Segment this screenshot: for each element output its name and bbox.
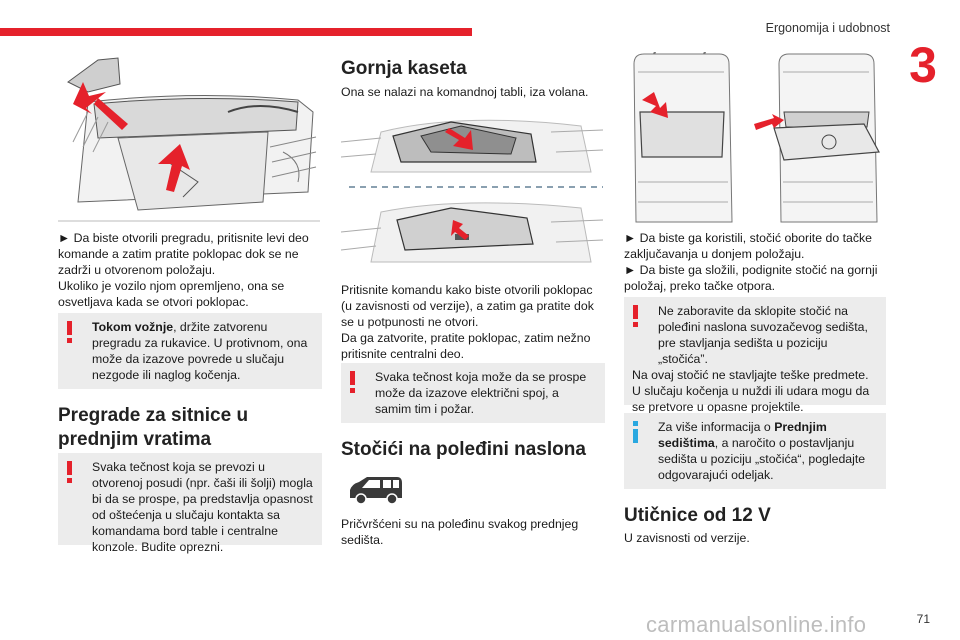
info-icon xyxy=(633,421,638,443)
info-text: Za više informacija o xyxy=(658,420,775,434)
glovebox-illustration xyxy=(58,52,320,222)
section-heading: Utičnice od 12 V xyxy=(624,505,771,526)
info-text: , a naročito o postavljanju sedišta u po… xyxy=(658,436,866,482)
watermark: carmanualsonline.info xyxy=(646,612,867,637)
glovebox-note: Ukoliko je vozilo njom opremljeno, ona s… xyxy=(58,279,285,309)
van-icon xyxy=(350,477,402,505)
warning-text: Ne zaboravite da sklopite stočić na pole… xyxy=(658,304,868,366)
warning-box: Svaka tečnost koja može da se prospe mož… xyxy=(341,363,605,423)
instruction-text: ► Da biste ga složili, podignite stočić … xyxy=(624,263,878,293)
warning-text: Svaka tečnost koja se prevozi u otvoreno… xyxy=(92,460,313,554)
warning-box: Svaka tečnost koja se prevozi u otvoreno… xyxy=(58,453,322,554)
intro-text: Ona se nalazi na komandnoj tabli, iza vo… xyxy=(341,85,589,99)
warning-box: Ne zaboravite da sklopite stočić na pole… xyxy=(624,297,886,414)
warning-icon xyxy=(67,461,72,483)
header-accent-bar xyxy=(0,28,472,36)
glovebox-instruction: ► Da biste otvorili pregradu, pritisnite… xyxy=(58,231,309,277)
warning-box: Tokom vožnje, držite zatvorenu pregradu … xyxy=(58,313,322,389)
info-box: Za više informacija o Prednjim sedištima… xyxy=(624,413,886,489)
warning-text: Svaka tečnost koja može da se prospe mož… xyxy=(375,370,587,416)
warning-icon xyxy=(633,305,638,327)
warning-bold-text: Tokom vožnje xyxy=(92,320,174,334)
page-number: 71 xyxy=(916,612,930,626)
closing-text: Da ga zatvorite, pratite poklopac, zatim… xyxy=(341,331,591,361)
info-link-text: Prednjim sedištima xyxy=(658,420,827,450)
seatback-table-illustration xyxy=(633,52,880,223)
section-heading: Stočići na poleđini naslona xyxy=(341,439,586,460)
warning-icon xyxy=(350,371,355,393)
warning-text-continued: Na ovaj stočić ne stavljajte teške predm… xyxy=(632,368,870,414)
section-title: Ergonomija i udobnost xyxy=(765,21,890,35)
warning-icon xyxy=(67,321,72,343)
chapter-number: 3 xyxy=(909,37,937,93)
warning-text: , držite zatvorenu pregradu za rukavice.… xyxy=(92,320,308,382)
instruction-text: Pritisnite komandu kako biste otvorili p… xyxy=(341,283,594,329)
upper-compartment-illustration xyxy=(341,119,603,263)
body-text: U zavisnosti od verzije. xyxy=(624,531,750,545)
instruction-text: ► Da biste ga koristili, stočić oborite … xyxy=(624,231,872,261)
body-text: Pričvršćeni su na poleđinu svakog prednj… xyxy=(341,517,579,547)
section-heading: Gornja kaseta xyxy=(341,58,467,79)
section-heading: Pregrade za sitnice u prednjim vratima xyxy=(58,405,249,450)
